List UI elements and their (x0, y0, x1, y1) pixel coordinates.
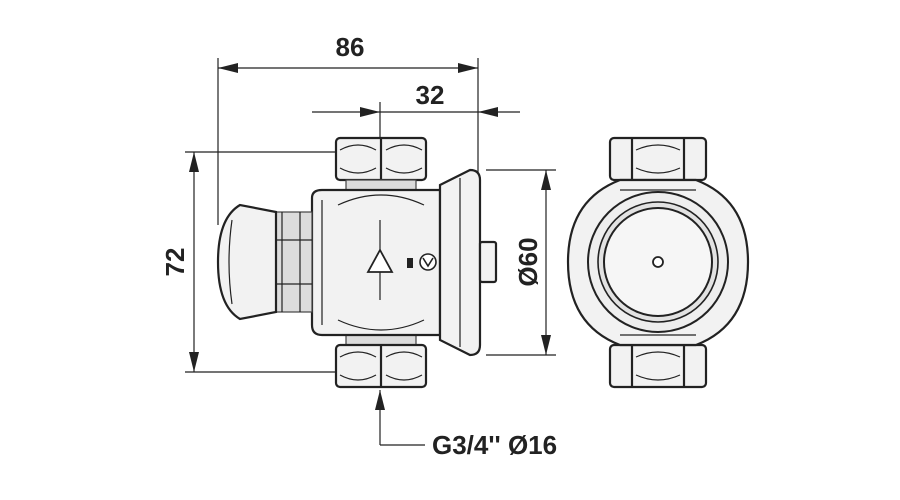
connection-leader: G3/4'' Ø16 (375, 390, 557, 460)
valve-front-view (566, 136, 750, 389)
front-top-hex (608, 136, 708, 182)
valve-flange (438, 168, 482, 357)
push-button (216, 203, 313, 321)
top-hex-nut (334, 136, 428, 191)
center-dot (652, 256, 664, 268)
dimension-overall-width: 86 (217, 32, 479, 225)
valve-stem (478, 240, 498, 284)
dimension-72-label: 72 (160, 248, 190, 277)
dimension-diameter: Ø60 (486, 169, 556, 356)
flow-triangle (366, 220, 394, 300)
bottom-hex-nut (334, 334, 428, 389)
front-bottom-hex (608, 343, 708, 389)
dimension-32-label: 32 (416, 80, 445, 110)
dimension-diameter-label: Ø60 (513, 237, 543, 286)
connection-label: G3/4'' Ø16 (432, 430, 557, 460)
dimension-height: 72 (160, 151, 338, 373)
logo-icon (407, 253, 437, 271)
valve-side-view (216, 136, 498, 389)
dimension-offset-width: 32 (312, 80, 520, 145)
dimension-86-label: 86 (336, 32, 365, 62)
triangle-icon (366, 248, 394, 273)
